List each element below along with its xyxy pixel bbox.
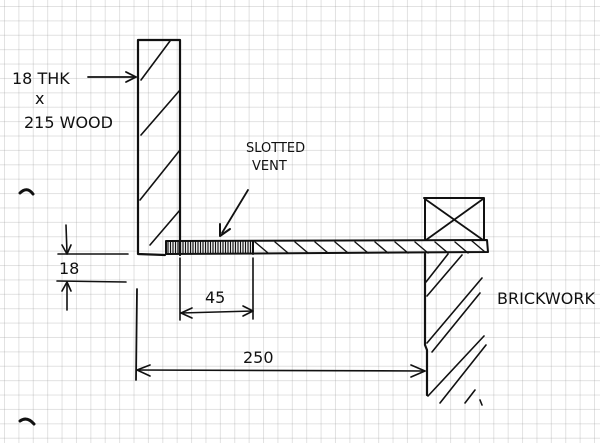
thickness-value: 18 bbox=[59, 259, 79, 278]
vent-width-dimension bbox=[179, 257, 254, 321]
wood-label-line2: x bbox=[35, 89, 44, 108]
punch-hole-mark-bottom bbox=[18, 417, 36, 426]
horizontal-soffit-board bbox=[165, 239, 489, 255]
span-value: 250 bbox=[243, 348, 274, 367]
vent-leader-arrow bbox=[219, 189, 249, 237]
span-dimension bbox=[136, 364, 426, 378]
thickness-dimension bbox=[56, 224, 129, 311]
wood-leader-arrow bbox=[87, 71, 137, 83]
board-extension-line bbox=[135, 288, 138, 381]
vent-label-line2: VENT bbox=[252, 159, 287, 174]
timber-block bbox=[423, 197, 485, 241]
vent-label-line1: SLOTTED bbox=[246, 141, 305, 156]
brickwork-label: BRICKWORK bbox=[497, 289, 595, 308]
vertical-wood-board bbox=[136, 38, 182, 257]
brickwork-wall bbox=[423, 252, 487, 406]
punch-hole-mark-top bbox=[18, 188, 35, 196]
wood-label-line1: 18 THK bbox=[12, 69, 70, 88]
slotted-vent bbox=[167, 240, 254, 255]
wood-label-line3: 215 WOOD bbox=[24, 113, 113, 132]
vent-width-value: 45 bbox=[205, 288, 225, 307]
